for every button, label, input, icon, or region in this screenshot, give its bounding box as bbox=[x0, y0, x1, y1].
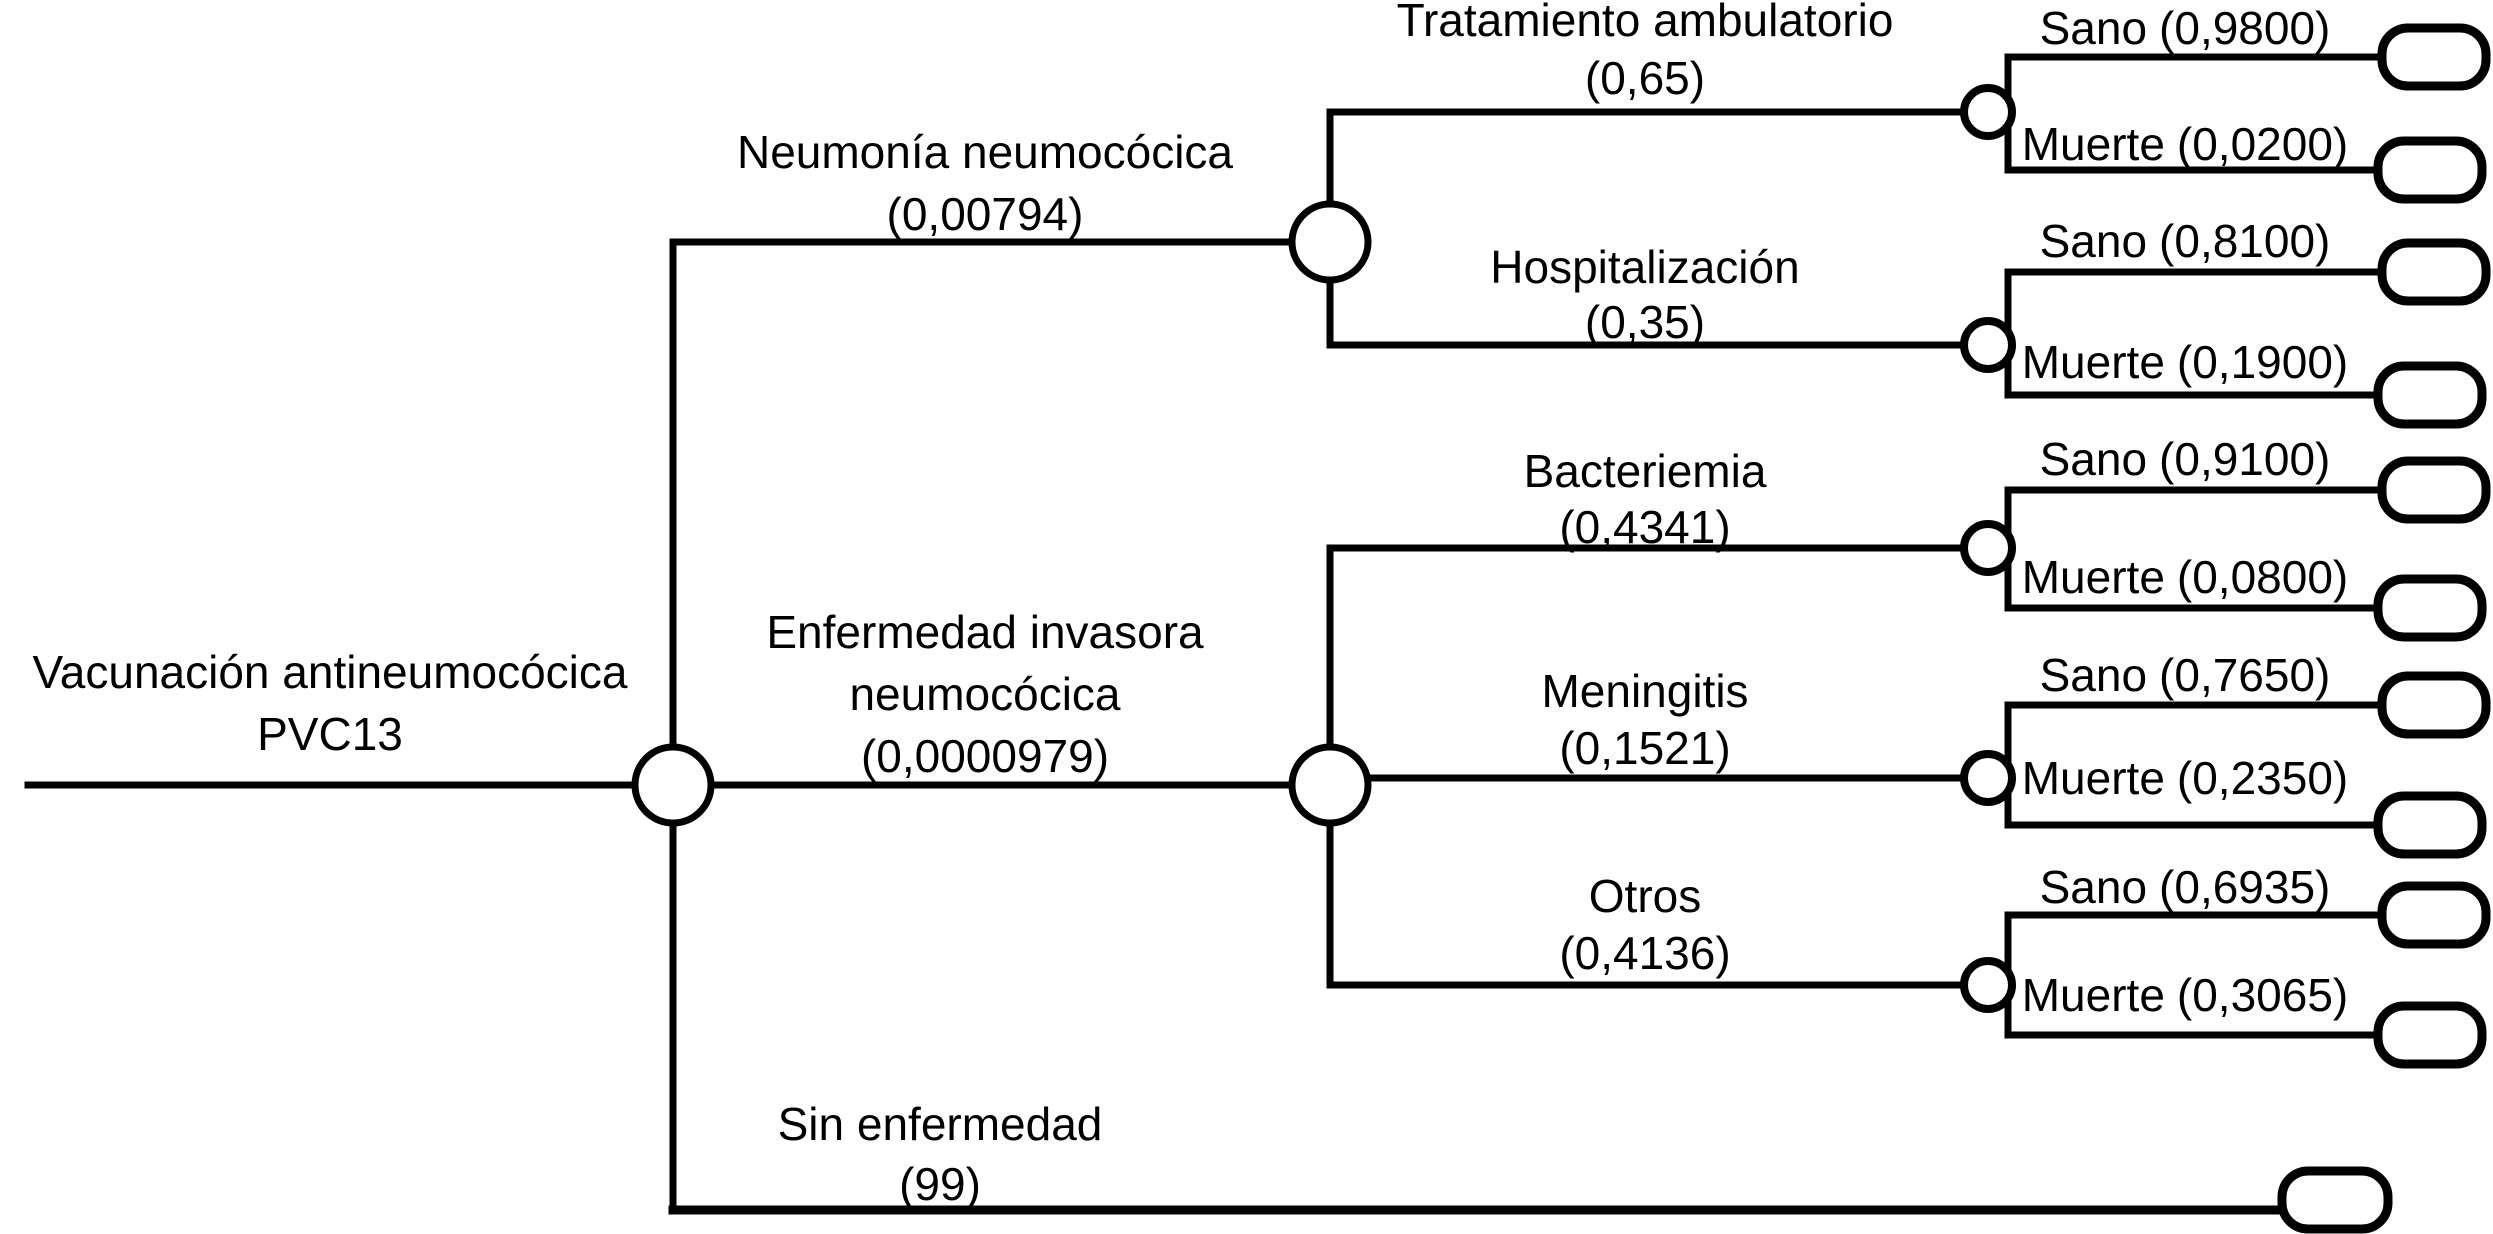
outcome-prob: (0,6935) bbox=[2159, 861, 2330, 913]
outcome-hospitalizacion-sano: Sano(0,8100) bbox=[2040, 215, 2331, 267]
label-hospitalizacion: Hospitalización bbox=[1490, 241, 1799, 293]
outcome-bacteriemia-muerte: Muerte(0,0800) bbox=[2022, 551, 2349, 603]
chance-node-eip bbox=[1288, 743, 1372, 827]
terminal-otros-muerte bbox=[2373, 1001, 2487, 1069]
chance-node-meningitis bbox=[1960, 750, 2016, 806]
terminal-bacteriemia-sano bbox=[2377, 456, 2491, 524]
outcome-label: Muerte bbox=[2022, 336, 2165, 388]
terminal-hospitalizacion-sano bbox=[2377, 238, 2491, 306]
outcome-label: Muerte bbox=[2022, 551, 2165, 603]
outcome-bacteriemia-sano: Sano(0,9100) bbox=[2040, 433, 2331, 485]
prob-otros: (0,4136) bbox=[1559, 927, 1730, 979]
outcome-otros-muerte: Muerte(0,3065) bbox=[2022, 969, 2349, 1021]
outcome-hospitalizacion-muerte: Muerte(0,1900) bbox=[2022, 336, 2349, 388]
chance-nodes bbox=[631, 84, 2016, 1013]
terminal-bacteriemia-muerte bbox=[2373, 574, 2487, 642]
chance-node-otros bbox=[1960, 957, 2016, 1013]
prob-sin-enfermedad: (99) bbox=[899, 1158, 981, 1210]
outcome-prob: (0,0800) bbox=[2177, 551, 2348, 603]
terminal-tratamiento-muerte bbox=[2373, 136, 2487, 204]
prob-tratamiento: (0,65) bbox=[1585, 52, 1705, 104]
prob-eip: (0,0000979) bbox=[861, 730, 1109, 782]
outcome-prob: (0,7650) bbox=[2159, 649, 2330, 701]
prob-neumonia: (0,00794) bbox=[887, 188, 1084, 240]
outcome-label: Sano bbox=[2040, 433, 2147, 485]
outcome-label: Muerte bbox=[2022, 969, 2165, 1021]
outcome-prob: (0,8100) bbox=[2159, 215, 2330, 267]
outcome-prob: (0,0200) bbox=[2177, 118, 2348, 170]
chance-node-bacteriemia bbox=[1960, 520, 2016, 576]
outcome-meningitis-muerte: Muerte(0,2350) bbox=[2022, 752, 2349, 804]
outcome-label: Muerte bbox=[2022, 118, 2165, 170]
chance-node-hospitalizacion bbox=[1960, 317, 2016, 373]
terminal-meningitis-muerte bbox=[2373, 791, 2487, 859]
terminal-meningitis-sano bbox=[2377, 671, 2491, 739]
terminal-otros-sano bbox=[2377, 881, 2491, 949]
outcome-prob: (0,2350) bbox=[2177, 752, 2348, 804]
outcome-tratamiento-sano: Sano(0,9800) bbox=[2040, 2, 2331, 54]
chance-node-neumonia bbox=[1288, 200, 1372, 284]
terminal-nodes bbox=[2277, 23, 2491, 1234]
terminal-sin-enfermedad bbox=[2277, 1166, 2393, 1234]
label-bacteriemia: Bacteriemia bbox=[1524, 445, 1767, 497]
outcome-prob: (0,9100) bbox=[2159, 433, 2330, 485]
outcome-label: Sano bbox=[2040, 649, 2147, 701]
label-otros: Otros bbox=[1589, 870, 1701, 922]
chance-node-tratamiento bbox=[1960, 84, 2016, 140]
chance-node-root bbox=[631, 743, 715, 827]
label-eip-line2: neumocócica bbox=[849, 668, 1120, 720]
label-tratamiento: Tratamiento ambulatorio bbox=[1397, 0, 1894, 46]
outcome-prob: (0,1900) bbox=[2177, 336, 2348, 388]
label-eip-line1: Enfermedad invasora bbox=[766, 606, 1204, 658]
terminal-hospitalizacion-muerte bbox=[2373, 361, 2487, 429]
outcome-label: Sano bbox=[2040, 861, 2147, 913]
label-neumonia: Neumonía neumocócica bbox=[737, 126, 1233, 178]
prob-bacteriemia: (0,4341) bbox=[1559, 501, 1730, 553]
outcome-label: Sano bbox=[2040, 2, 2147, 54]
root-label-line2: PVC13 bbox=[257, 708, 403, 760]
outcome-label: Sano bbox=[2040, 215, 2147, 267]
outcome-prob: (0,9800) bbox=[2159, 2, 2330, 54]
tree-labels: Vacunación antineumocócica PVC13 Neumoní… bbox=[33, 0, 2349, 1210]
outcome-tratamiento-muerte: Muerte(0,0200) bbox=[2022, 118, 2349, 170]
label-meningitis: Meningitis bbox=[1541, 665, 1748, 717]
root-label-line1: Vacunación antineumocócica bbox=[33, 646, 628, 698]
prob-meningitis: (0,1521) bbox=[1559, 722, 1730, 774]
outcome-label: Muerte bbox=[2022, 752, 2165, 804]
label-sin-enfermedad: Sin enfermedad bbox=[778, 1098, 1103, 1150]
tree-edges bbox=[24, 53, 2390, 1215]
prob-hospitalizacion: (0,35) bbox=[1585, 296, 1705, 348]
terminal-tratamiento-sano bbox=[2377, 23, 2491, 91]
outcome-otros-sano: Sano(0,6935) bbox=[2040, 861, 2331, 913]
outcome-meningitis-sano: Sano(0,7650) bbox=[2040, 649, 2331, 701]
outcome-prob: (0,3065) bbox=[2177, 969, 2348, 1021]
